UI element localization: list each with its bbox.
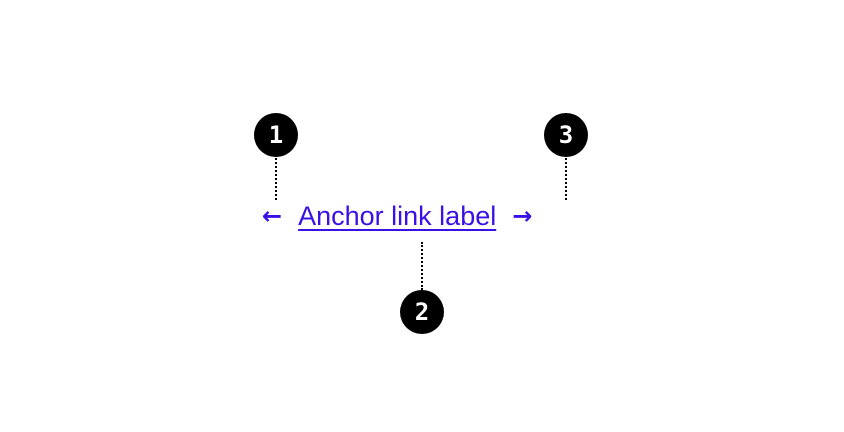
anchor-link-label[interactable]: Anchor link label xyxy=(298,201,497,231)
callout-leader-1 xyxy=(275,158,277,200)
callout-marker-1: 1 xyxy=(254,113,298,157)
anchor-link[interactable]: ← Anchor link label → xyxy=(262,196,532,236)
arrow-right-icon: → xyxy=(512,202,533,230)
callout-leader-2 xyxy=(421,242,423,290)
arrow-left-icon: ← xyxy=(262,202,283,230)
callout-leader-3 xyxy=(565,158,567,200)
callout-marker-2: 2 xyxy=(400,290,444,334)
callout-marker-3: 3 xyxy=(544,113,588,157)
